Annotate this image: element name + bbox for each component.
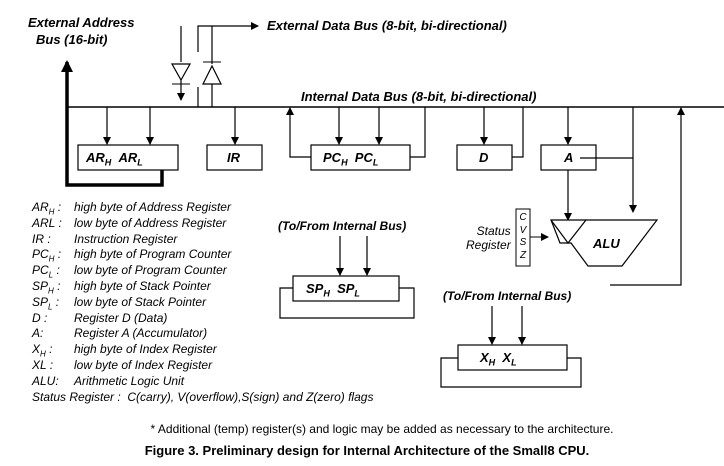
x-register (457, 344, 568, 371)
tristate-buffer-up (202, 64, 222, 85)
legend-row: A:Register A (Accumulator) (32, 326, 208, 341)
external-address-bus-line (61, 60, 164, 187)
external-address-bus-label: External Address Bus (16-bit) (28, 15, 135, 47)
footnote: * Additional (temp) register(s) and logi… (150, 422, 614, 436)
legend-row: D :Register D (Data) (32, 310, 168, 325)
legend-row: XL :low byte of Index Register (32, 357, 213, 372)
bus-arrows (103, 107, 685, 286)
ar-register-label: ARH ARL (86, 150, 143, 168)
external-data-bus-label: External Data Bus (8-bit, bi-directional… (267, 18, 507, 33)
ar-register (77, 144, 179, 171)
legend-row: SPH :high byte of Stack Pointer (32, 278, 211, 296)
legend-row: ARL :low byte of Address Register (32, 215, 227, 230)
to-from-bus-label-right: (To/From Internal Bus) (443, 289, 572, 303)
legend-row: IR :Instruction Register (32, 231, 178, 246)
pc-register-label: PCH PCL (323, 150, 379, 168)
a-register-label: A (564, 150, 574, 165)
ir-register-label: IR (227, 150, 240, 165)
sp-bus-group (279, 236, 415, 319)
legend-row: PCL :low byte of Program Counter (32, 263, 227, 280)
alu-label: ALU (593, 236, 620, 251)
legend-row: ARH :high byte of Address Register (32, 200, 231, 217)
status-flags: C V S Z (519, 212, 527, 261)
ir-register (206, 144, 263, 171)
d-register-label: D (479, 150, 489, 165)
sp-register-label: SPH SPL (306, 281, 360, 299)
tristate-buffer-down (170, 63, 192, 82)
legend-row: PCH :high byte of Program Counter (32, 247, 232, 264)
legend-row: ALU:Arithmetic Logic Unit (32, 373, 185, 388)
figure-caption: Figure 3. Preliminary design for Interna… (144, 443, 590, 458)
legend-row: XH :high byte of Index Register (32, 342, 217, 359)
x-register-label: XH XL (480, 350, 517, 368)
legend-row: Status Register : C(carry), V(overflow),… (32, 389, 374, 404)
legend-row: SPL :low byte of Stack Pointer (32, 294, 207, 312)
external-data-bus-line (197, 26, 258, 107)
legend: ARH :high byte of Address Register ARL :… (32, 200, 373, 405)
status-register-label: Status Register (466, 224, 511, 252)
x-bus-group (440, 306, 582, 388)
internal-data-bus-label: Internal Data Bus (8-bit, bi-directional… (301, 89, 537, 104)
to-from-bus-label-left: (To/From Internal Bus) (278, 219, 407, 233)
alu-notch (550, 219, 587, 244)
